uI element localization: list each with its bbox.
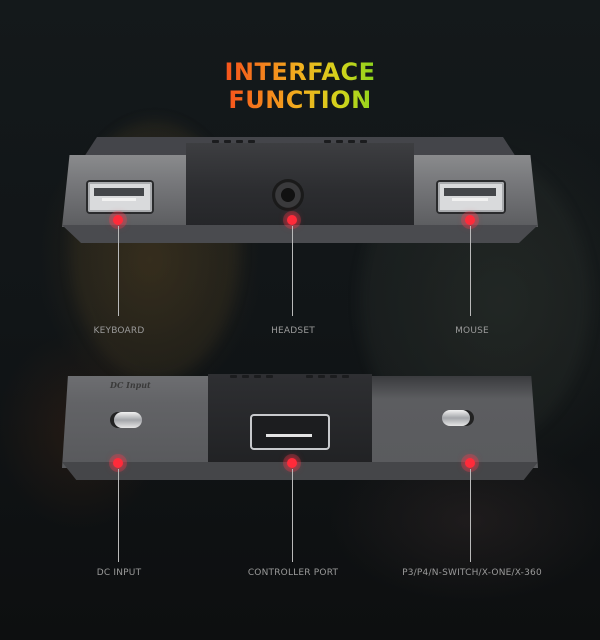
console-leader-line xyxy=(470,469,471,562)
mouse-usb-port xyxy=(438,182,504,212)
page-title: INTERFACE FUNCTION xyxy=(165,58,435,114)
headset-jack xyxy=(272,179,304,211)
dc-input-label: DC INPUT xyxy=(96,568,142,578)
dc-input-usb-c-port xyxy=(114,412,142,428)
controller-indicator-dot xyxy=(287,458,297,468)
mouse-label: MOUSE xyxy=(455,326,489,336)
mouse-leader-line xyxy=(470,226,471,316)
headset-indicator-dot xyxy=(287,215,297,225)
controller-leader-line xyxy=(292,469,293,562)
keyboard-usb-port xyxy=(88,182,152,212)
console-usb-c-port xyxy=(442,410,470,426)
top-device xyxy=(62,137,538,245)
console-compat-label: P3/P4/N-SWITCH/X-ONE/X-360 xyxy=(402,568,542,578)
keyboard-label: KEYBOARD xyxy=(93,326,145,336)
controller-port-label: CONTROLLER PORT xyxy=(247,568,339,578)
controller-usb-port xyxy=(252,416,328,448)
keyboard-indicator-dot xyxy=(113,215,123,225)
headset-label: HEADSET xyxy=(271,326,315,336)
headset-leader-line xyxy=(292,226,293,316)
console-indicator-dot xyxy=(465,458,475,468)
keyboard-leader-line xyxy=(118,226,119,316)
dc-input-indicator-dot xyxy=(113,458,123,468)
brand-mark: DC Input xyxy=(110,380,151,390)
mouse-indicator-dot xyxy=(465,215,475,225)
dc-input-leader-line xyxy=(118,469,119,562)
